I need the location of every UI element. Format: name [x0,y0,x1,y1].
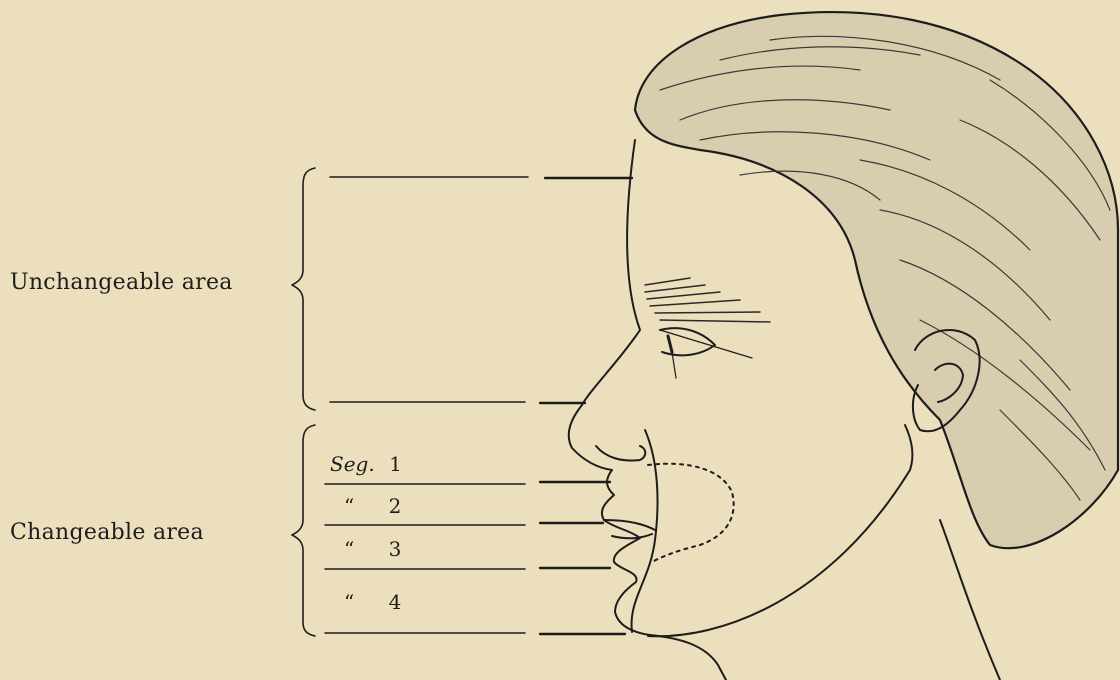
dotted-upper [648,464,734,562]
segment-4-prefix: “ [344,590,354,614]
segment-2-prefix: “ [344,494,354,518]
segment-3-number: 3 [389,537,402,561]
brace-unchangeable [292,168,315,410]
hair [635,12,1118,548]
segment-1-prefix: Seg. [330,452,375,476]
segment-4-number: 4 [389,590,402,614]
segment-3-prefix: “ [344,537,354,561]
face-profile [569,140,726,680]
changeable-area-label: Changeable area [10,520,204,545]
segment-4-label: “ 4 [344,590,401,614]
brace-changeable [292,425,315,636]
segment-2-number: 2 [389,494,402,518]
jaw [648,470,910,636]
segment-1-number: 1 [389,452,402,476]
unchangeable-area-label: Unchangeable area [10,270,233,295]
segment-3-label: “ 3 [344,537,401,561]
segment-1-label: Seg. 1 [330,452,402,476]
segment-2-label: “ 2 [344,494,401,518]
